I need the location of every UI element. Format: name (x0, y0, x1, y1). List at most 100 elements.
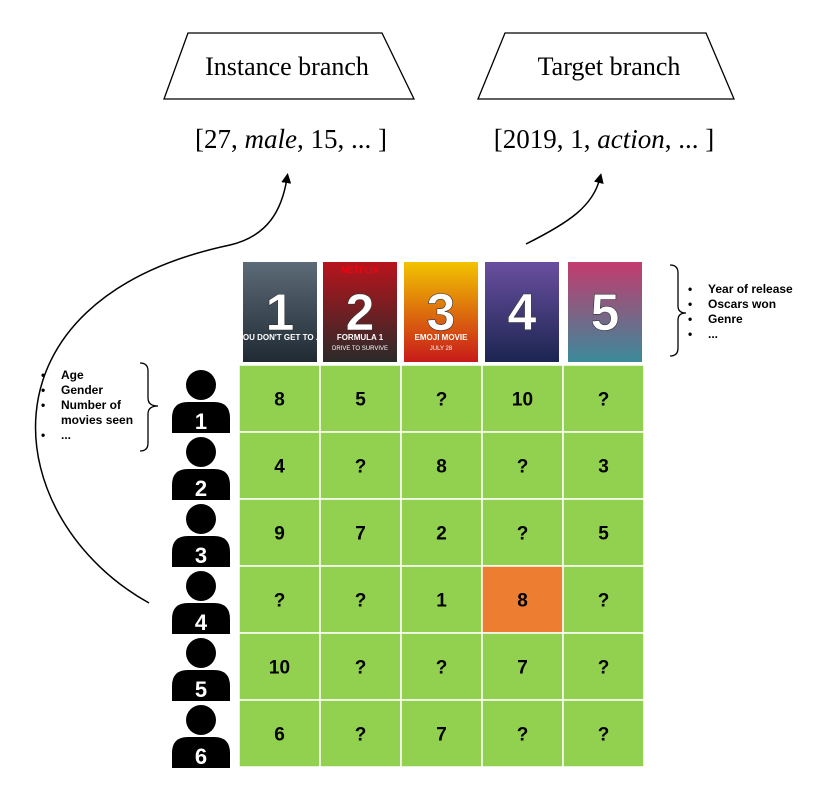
poster-subtitle: JULY 28 (430, 346, 453, 352)
movie-features-list: Year of release Oscars won Genre ... (680, 282, 820, 342)
poster-banner: NETFLIX (341, 265, 379, 275)
matrix-cell: ? (319, 431, 402, 500)
movie-feature-item: ... (680, 327, 820, 342)
rating-value: 3 (598, 457, 609, 478)
matrix-cell: ? (319, 699, 402, 768)
user-icon-1: 1 (172, 370, 230, 434)
matrix-cell: ? (319, 632, 402, 701)
poster-image (323, 262, 397, 362)
rating-value: 10 (269, 658, 290, 679)
rating-value: ? (598, 658, 610, 679)
rating-value: ? (517, 457, 529, 478)
movie-poster-1: YOU DON'T GET TO ...1 (238, 262, 323, 362)
matrix-cell: 7 (481, 632, 564, 701)
target-branch-box (477, 32, 735, 100)
user-number: 1 (195, 409, 207, 434)
movie-feature-item: Genre (680, 312, 820, 327)
matrix-cell: 5 (562, 498, 645, 567)
matrix-cell: ? (238, 565, 321, 634)
user-head (186, 638, 216, 668)
user-feature-item: Number of movies seen (33, 398, 148, 428)
poster-subtitle: DRIVE TO SURVIVE (332, 346, 388, 352)
movie-feature-item: Year of release (680, 282, 820, 297)
user-body (172, 737, 230, 768)
rating-value: 10 (512, 390, 533, 411)
user-head (186, 571, 216, 601)
poster-image (485, 262, 559, 362)
user-feature-item: Age (33, 368, 148, 383)
rating-value: ? (274, 591, 286, 612)
movie-number: 4 (508, 284, 537, 342)
user-body (172, 670, 230, 701)
rating-value: ? (355, 658, 367, 679)
user-to-instance-arrow (34, 173, 292, 604)
user-head (186, 370, 216, 400)
rating-value: 6 (274, 725, 285, 746)
matrix-cell: 2 (400, 498, 483, 567)
user-number: 5 (195, 677, 207, 702)
rating-value: ? (517, 725, 529, 746)
matrix-cell: 10 (481, 364, 564, 433)
user-icon-5: 5 (172, 638, 230, 702)
matrix-cell: 1 (400, 565, 483, 634)
user-head (186, 705, 216, 735)
user-body (172, 402, 230, 433)
movie-number: 3 (427, 284, 456, 342)
matrix-cell: 3 (562, 431, 645, 500)
rating-value: ? (355, 591, 367, 612)
poster-title: YOU DON'T GET TO ... (238, 333, 323, 342)
rating-value: 7 (355, 524, 366, 545)
matrix-cell: 6 (238, 699, 321, 768)
rating-value: ? (436, 658, 448, 679)
user-head (186, 504, 216, 534)
user-body (172, 469, 230, 500)
user-icons: 1 2 3 4 5 6 (172, 370, 230, 769)
user-features-list: Age Gender Number of movies seen ... (33, 368, 148, 443)
rating-value: 8 (274, 390, 285, 411)
matrix-cell: 8 (400, 431, 483, 500)
target-branch-label: Target branch (538, 52, 681, 81)
user-number: 3 (195, 543, 207, 568)
user-icon-2: 2 (172, 437, 230, 501)
user-body (172, 536, 230, 567)
matrix-cell: ? (319, 565, 402, 634)
instance-branch-label: Instance branch (205, 52, 369, 81)
matrix-cell: ? (481, 498, 564, 567)
matrix-cell: ? (562, 632, 645, 701)
rating-value: 4 (274, 457, 285, 478)
poster-image (404, 262, 478, 362)
matrix-cell: ? (481, 699, 564, 768)
rating-value: ? (436, 390, 448, 411)
rating-value: ? (355, 457, 367, 478)
movie-feature-item: Oscars won (680, 297, 820, 312)
movie-poster-5: 5 (568, 262, 642, 362)
poster-title: EMOJI MOVIE (415, 333, 469, 342)
matrix-cell: 7 (400, 699, 483, 768)
rating-value: 5 (355, 390, 366, 411)
matrix-cell: 8 (238, 364, 321, 433)
rating-value: 9 (274, 524, 285, 545)
movie-number: 2 (346, 284, 375, 342)
matrix-cell: ? (562, 565, 645, 634)
instance-vector: [27, male, 15, ... ] (195, 124, 387, 154)
movie-poster-3: EMOJI MOVIE JULY 28 3 (404, 262, 478, 362)
user-number: 2 (195, 476, 207, 501)
user-feature-item: ... (33, 428, 148, 443)
user-number: 6 (195, 744, 207, 769)
movie-number: 5 (591, 284, 620, 342)
rating-value: 7 (436, 725, 447, 746)
user-body (172, 603, 230, 634)
user-icon-3: 3 (172, 504, 230, 568)
matrix-cell: ? (562, 699, 645, 768)
rating-value: ? (598, 725, 610, 746)
poster-image (568, 262, 642, 362)
rating-value: 5 (598, 524, 609, 545)
matrix-cell: ? (400, 364, 483, 433)
user-number: 4 (195, 610, 208, 635)
movie-to-target-arrow (525, 173, 604, 245)
matrix-cell: 9 (238, 498, 321, 567)
rating-value: ? (598, 390, 610, 411)
matrix-cell: 5 (319, 364, 402, 433)
